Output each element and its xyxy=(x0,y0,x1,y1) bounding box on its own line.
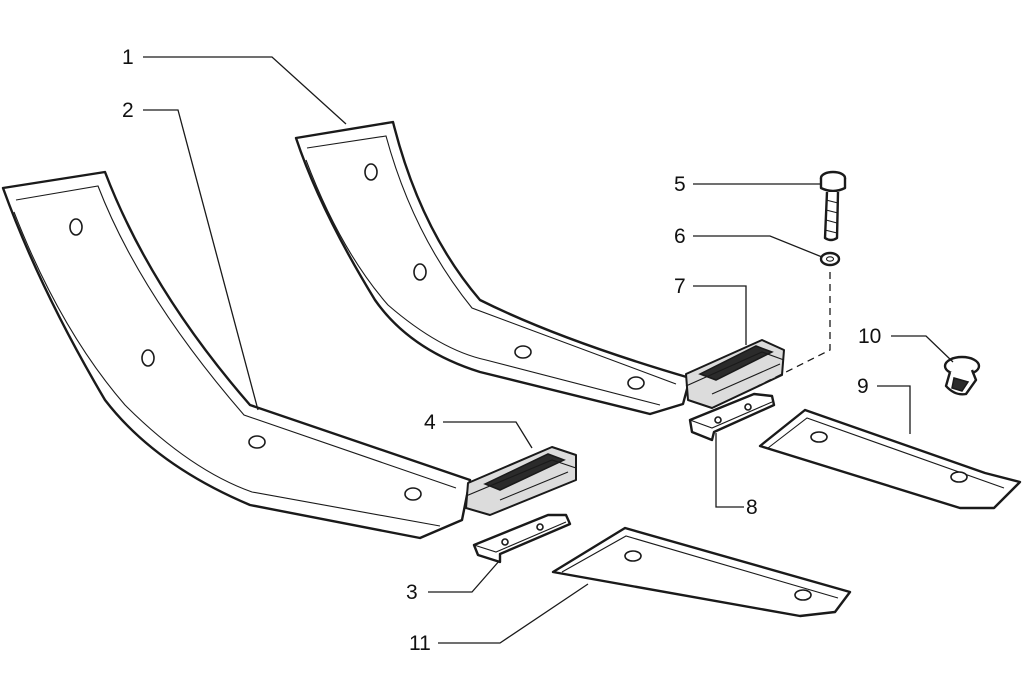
leader-6 xyxy=(693,235,823,258)
leader-7 xyxy=(693,285,747,345)
leader-1 xyxy=(143,56,347,125)
callout-7: 7 xyxy=(674,275,686,298)
leader-10 xyxy=(891,335,954,363)
bracket-part-3 xyxy=(472,513,572,564)
callout-2: 2 xyxy=(122,99,134,122)
leader-9 xyxy=(877,385,911,434)
assembly-axis-line xyxy=(757,272,831,387)
callout-9: 9 xyxy=(857,375,869,398)
leader-lines xyxy=(143,56,954,644)
rubber-block-part-7 xyxy=(685,339,785,409)
callout-1: 1 xyxy=(122,46,134,69)
washer-part-6 xyxy=(819,251,841,267)
callout-4: 4 xyxy=(424,411,436,434)
callout-5: 5 xyxy=(674,173,686,196)
leader-11 xyxy=(438,583,589,644)
pad-part-9 xyxy=(758,408,1022,510)
callout-10: 10 xyxy=(858,325,881,348)
push-clip-part-10 xyxy=(943,355,981,396)
bolt-part-5 xyxy=(819,170,847,242)
callout-8: 8 xyxy=(746,496,758,519)
leader-3 xyxy=(428,559,501,593)
callout-11: 11 xyxy=(409,632,431,655)
bracket-part-8 xyxy=(688,392,776,442)
pad-part-11 xyxy=(551,526,852,618)
pad-part-1 xyxy=(294,120,692,416)
leader-2 xyxy=(143,109,259,411)
callout-6: 6 xyxy=(674,225,686,248)
pad-part-2 xyxy=(1,170,472,540)
callout-3: 3 xyxy=(406,581,418,604)
leader-8 xyxy=(715,433,744,508)
callout-labels: 1 2 3 4 5 6 7 8 9 10 11 xyxy=(122,46,881,655)
leader-4 xyxy=(443,421,533,449)
rubber-block-part-4 xyxy=(465,446,577,516)
